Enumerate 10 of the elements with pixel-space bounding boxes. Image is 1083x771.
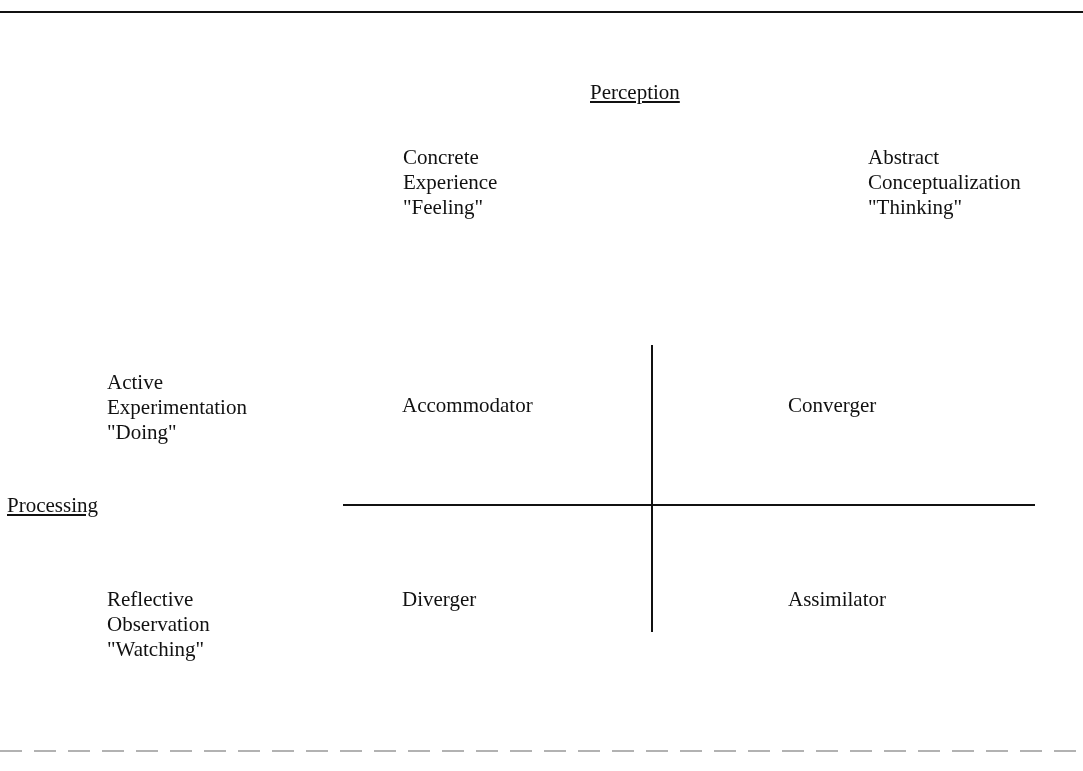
mode-label: Reflective Observation "Watching" [107,587,210,662]
quadrant-label: Converger [788,393,877,418]
mode-label: Concrete Experience "Feeling" [403,145,498,220]
mode-label: Active Experimentation "Doing" [107,370,247,445]
axis-title: Processing [7,493,98,518]
mode-label: Abstract Conceptualization "Thinking" [868,145,1021,220]
quadrant-label: Accommodator [402,393,533,418]
quadrant-label: Assimilator [788,587,886,612]
axis-title: Perception [590,80,680,105]
quadrant-label: Diverger [402,587,477,612]
